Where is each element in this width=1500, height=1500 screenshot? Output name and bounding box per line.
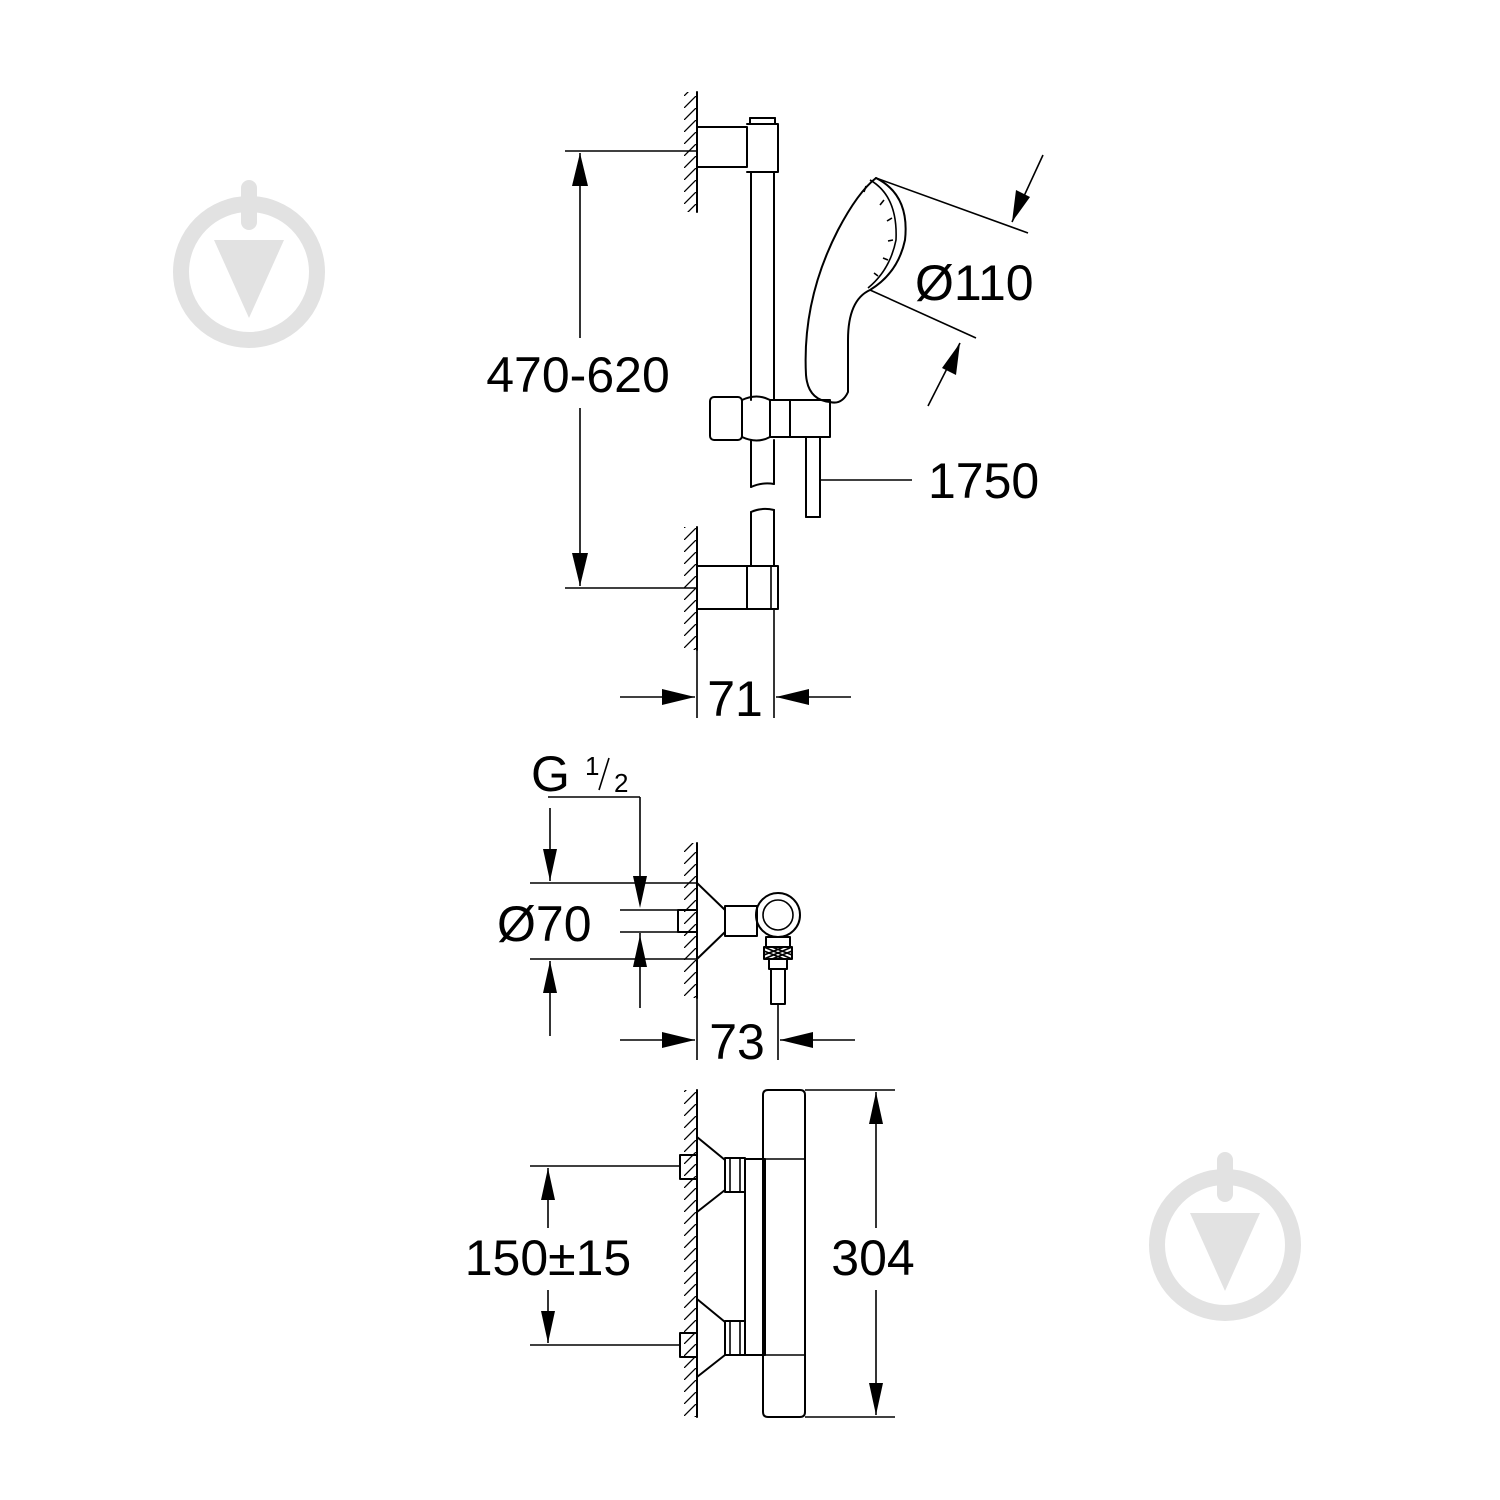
dimension-label-mixer-projection: 73 <box>709 1014 765 1070</box>
watermark-logo-icon <box>1149 1152 1301 1321</box>
dimension-label-thread-denominator: 2 <box>614 768 628 798</box>
mixer-side-view <box>677 882 801 1005</box>
dimension-escutcheon-diameter <box>530 808 697 1036</box>
mixer-front-view <box>679 1089 806 1418</box>
fraction-slash <box>598 757 610 791</box>
shower-rail <box>696 117 779 610</box>
watermark-logo-icon <box>173 180 325 348</box>
hand-shower <box>804 177 907 404</box>
wall-section-mixer-side <box>684 842 698 999</box>
dimension-label-mixer-height: 304 <box>831 1230 914 1286</box>
dimension-label-escutcheon-diameter: Ø70 <box>497 896 592 952</box>
dimension-label-thread-numerator: 1 <box>585 751 599 781</box>
dimension-label-hose-length: 1750 <box>928 453 1039 509</box>
dimension-bracket-spacing <box>565 150 697 589</box>
shower-hose <box>805 436 821 518</box>
dimension-inlet-centres <box>530 1165 680 1346</box>
slider-holder <box>709 395 831 442</box>
wall-section-mixer-front <box>684 1089 698 1418</box>
wall-section-top <box>684 91 698 651</box>
dimension-label-bracket-spacing: 470-620 <box>486 347 670 403</box>
dimension-mixer-height <box>805 1089 895 1418</box>
dimension-label-rail-projection: 71 <box>707 671 763 727</box>
dimension-rail-projection <box>620 609 851 718</box>
dimension-label-inlet-centres: 150±15 <box>465 1230 631 1286</box>
dimension-mixer-projection <box>620 998 855 1060</box>
dimension-label-handshower-diameter: Ø110 <box>915 255 1034 311</box>
dimension-handshower-diameter <box>869 154 1044 407</box>
dimension-label-thread-main: G <box>531 746 570 802</box>
